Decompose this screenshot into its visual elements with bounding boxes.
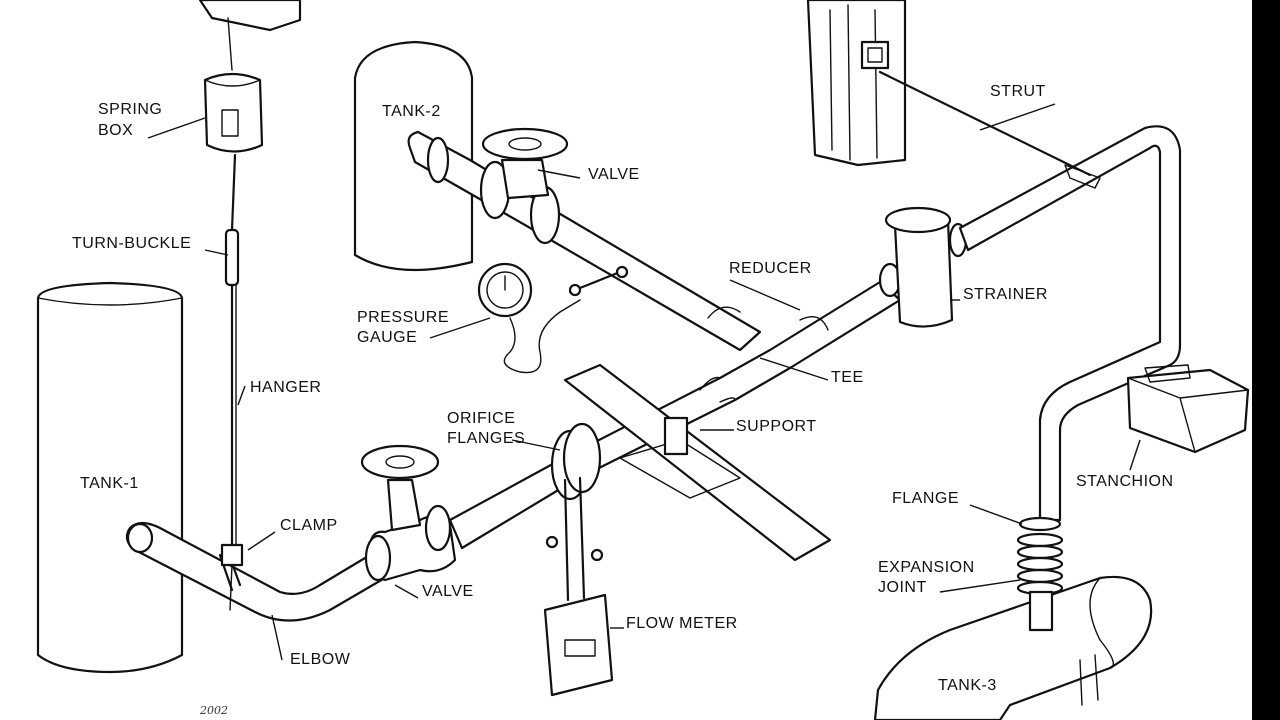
tank-1 [36, 281, 184, 674]
label-orifice: ORIFICE [447, 410, 515, 427]
upper-valve [481, 127, 569, 200]
flow-meter [543, 476, 614, 697]
pipe-elbow-run [125, 521, 392, 622]
label-expansion: EXPANSION [878, 559, 975, 576]
ceiling-block [198, 0, 302, 71]
branch-pipe [407, 130, 829, 352]
signature: 2002 [199, 704, 228, 717]
label-tank-2: TANK-2 [382, 103, 441, 120]
label-hanger: HANGER [250, 379, 321, 396]
orifice-flange-2 [562, 422, 602, 494]
pressure-gauge [477, 262, 629, 374]
label-flow-meter: FLOW METER [626, 615, 738, 632]
label-tank-3: TANK-3 [938, 677, 997, 694]
leader-lines [147, 103, 1141, 661]
building-column [806, 0, 907, 167]
lower-valve [360, 444, 457, 582]
labels: SPRING BOX TURN-BUCKLE HANGER TANK-1 TAN… [72, 83, 1174, 717]
tank-3 [873, 575, 1153, 720]
label-tank-1: TANK-1 [80, 475, 139, 492]
label-pressure: PRESSURE [357, 309, 449, 326]
label-reducer: REDUCER [729, 260, 812, 277]
label-stanchion: STANCHION [1076, 473, 1174, 490]
label-flange: FLANGE [892, 490, 959, 507]
label-valve-lower: VALVE [422, 583, 474, 600]
expansion-joint [1016, 516, 1064, 632]
clamp-body [220, 543, 244, 567]
label-spring: SPRING [98, 101, 162, 118]
stanchion [1126, 364, 1250, 454]
turn-buckle-body [224, 228, 240, 287]
label-turn-buckle: TURN-BUCKLE [72, 235, 191, 252]
label-elbow: ELBOW [290, 651, 351, 668]
label-strainer: STRAINER [963, 286, 1048, 303]
upper-right-pipe [878, 70, 1182, 522]
label-gauge: GAUGE [357, 329, 417, 346]
spring-box [203, 72, 264, 153]
label-box: BOX [98, 122, 133, 139]
label-strut: STRUT [990, 83, 1046, 100]
label-valve-upper: VALVE [588, 166, 640, 183]
label-flanges: FLANGES [447, 430, 525, 447]
label-joint: JOINT [878, 579, 927, 596]
strainer [884, 206, 968, 328]
label-clamp: CLAMP [280, 517, 338, 534]
label-tee: TEE [831, 369, 864, 386]
hanger-rod [224, 153, 240, 547]
support-beam [563, 363, 832, 562]
label-support: SUPPORT [736, 418, 817, 435]
